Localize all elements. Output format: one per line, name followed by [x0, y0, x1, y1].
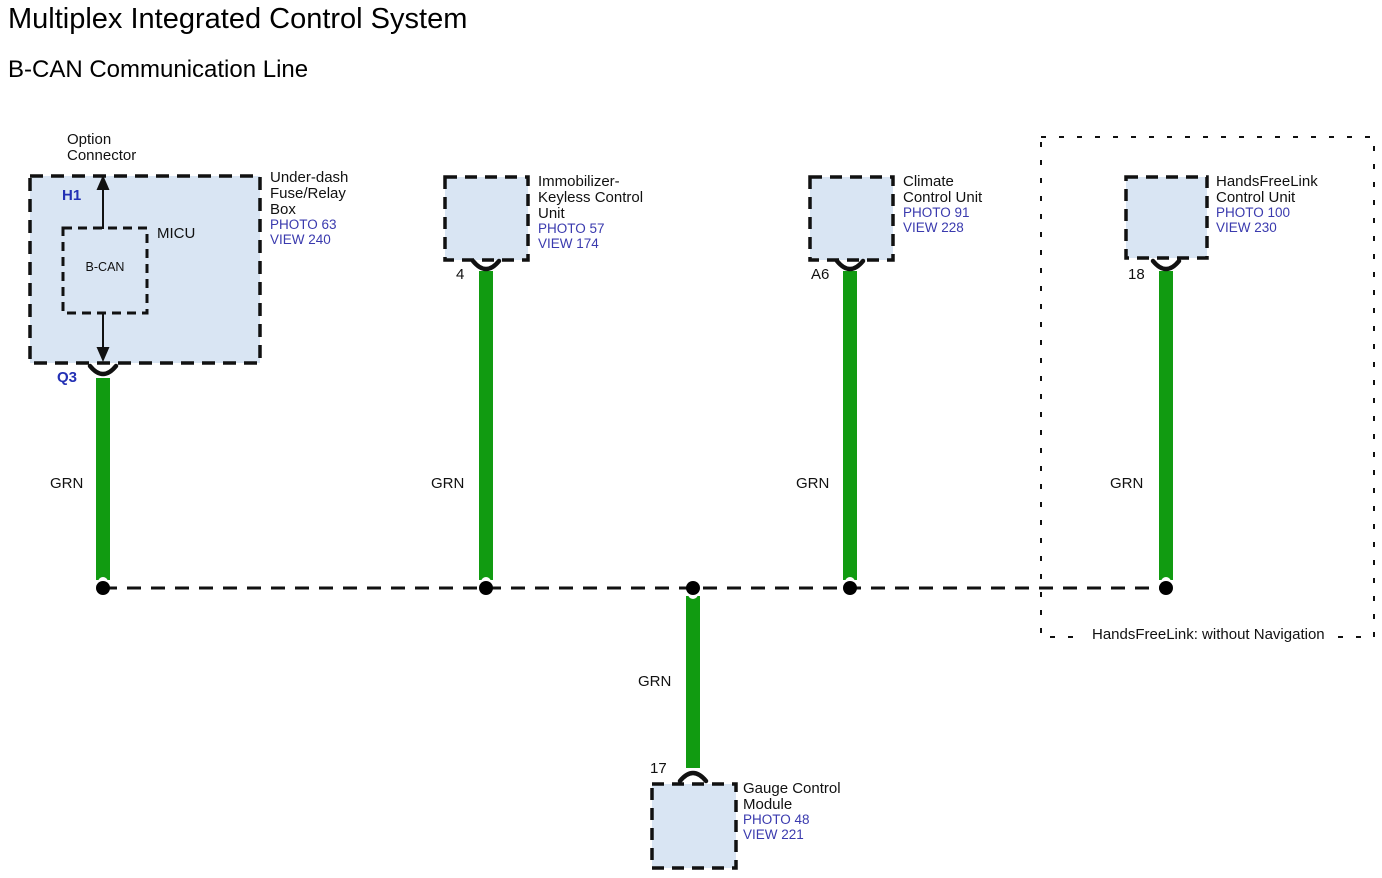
junction-dot [479, 581, 493, 595]
wire-underdash [96, 378, 110, 580]
handsfreelink-name: HandsFreeLink Control Unit PHOTO 100 VIE… [1216, 174, 1318, 235]
page-subtitle: B-CAN Communication Line [8, 56, 309, 83]
component-name-line: Gauge Control [743, 780, 841, 797]
photo-link[interactable]: PHOTO 57 [538, 221, 605, 236]
connector-cup-18 [1150, 258, 1182, 272]
gauge-box [650, 782, 738, 870]
view-link[interactable]: VIEW 230 [1216, 219, 1277, 235]
junction-dot [1159, 581, 1173, 595]
pin-label-a6: A6 [811, 266, 830, 283]
wire-color-label: GRN [50, 475, 84, 492]
view-link[interactable]: VIEW 240 [270, 231, 331, 247]
arrow-up-icon [96, 175, 110, 190]
component-name-line: Immobilizer- [538, 173, 620, 190]
photo-link[interactable]: PHOTO 63 [270, 217, 337, 232]
handsfreelink-group-label: HandsFreeLink: without Navigation [1082, 626, 1335, 643]
bcan-inner-box [61, 226, 149, 315]
photo-link[interactable]: PHOTO 100 [1216, 205, 1291, 220]
connector-cup-a6 [834, 258, 866, 272]
pin-label-18: 18 [1128, 266, 1145, 283]
pin-label-h1: H1 [62, 187, 82, 204]
option-connector-label: Option Connector [67, 132, 136, 164]
photo-link[interactable]: PHOTO 91 [903, 205, 970, 220]
component-name-line: Control Unit [903, 189, 983, 206]
junction-dot [843, 581, 857, 595]
photo-link[interactable]: PHOTO 48 [743, 812, 810, 827]
wire-gauge [686, 596, 700, 768]
pin-label-17: 17 [650, 760, 667, 777]
pin-label-4: 4 [456, 266, 465, 283]
immobilizer-box [443, 175, 530, 262]
arrow-down-icon [96, 347, 110, 362]
wire-handsfreelink [1159, 271, 1173, 580]
component-name-line: Under-dash [270, 169, 349, 186]
climate-name: Climate Control Unit PHOTO 91 VIEW 228 [903, 174, 982, 235]
handsfreelink-group-box [1040, 136, 1375, 638]
handsfreelink-box [1124, 175, 1209, 260]
pin-label-q3: Q3 [57, 369, 78, 386]
component-name-line: Control Unit [1216, 189, 1296, 206]
option-connector-line2: Connector [67, 147, 137, 164]
connector-cup-4 [470, 258, 502, 272]
view-link[interactable]: VIEW 174 [538, 235, 599, 251]
connector-cup-q3 [87, 363, 119, 377]
component-name-line: Unit [538, 205, 565, 222]
component-name-line: Module [743, 796, 793, 813]
junction-dot [686, 581, 700, 595]
view-link[interactable]: VIEW 221 [743, 826, 804, 842]
component-name-line: Keyless Control [538, 189, 644, 206]
option-connector-line1: Option [67, 131, 112, 148]
climate-box [808, 175, 895, 262]
connector-cup-17 [677, 770, 709, 784]
immobilizer-name: Immobilizer- Keyless Control Unit PHOTO … [538, 174, 643, 251]
wire-climate [843, 271, 857, 580]
wire-color-label: GRN [796, 475, 830, 492]
view-link[interactable]: VIEW 228 [903, 219, 964, 235]
wire-color-label: GRN [638, 673, 672, 690]
underdash-name: Under-dash Fuse/Relay Box PHOTO 63 VIEW … [270, 170, 348, 247]
bcan-label: B-CAN [85, 260, 125, 274]
component-name-line: Climate [903, 173, 954, 190]
page-title: Multiplex Integrated Control System [8, 3, 468, 35]
micu-label: MICU [157, 225, 196, 242]
wire-color-label: GRN [431, 475, 465, 492]
wire-immobilizer [479, 271, 493, 580]
wire-color-label: GRN [1110, 475, 1144, 492]
gauge-name: Gauge Control Module PHOTO 48 VIEW 221 [743, 781, 841, 842]
junction-dot [96, 581, 110, 595]
component-name-line: HandsFreeLink [1216, 173, 1318, 190]
component-name-line: Fuse/Relay [270, 185, 346, 202]
component-name-line: Box [270, 201, 296, 218]
